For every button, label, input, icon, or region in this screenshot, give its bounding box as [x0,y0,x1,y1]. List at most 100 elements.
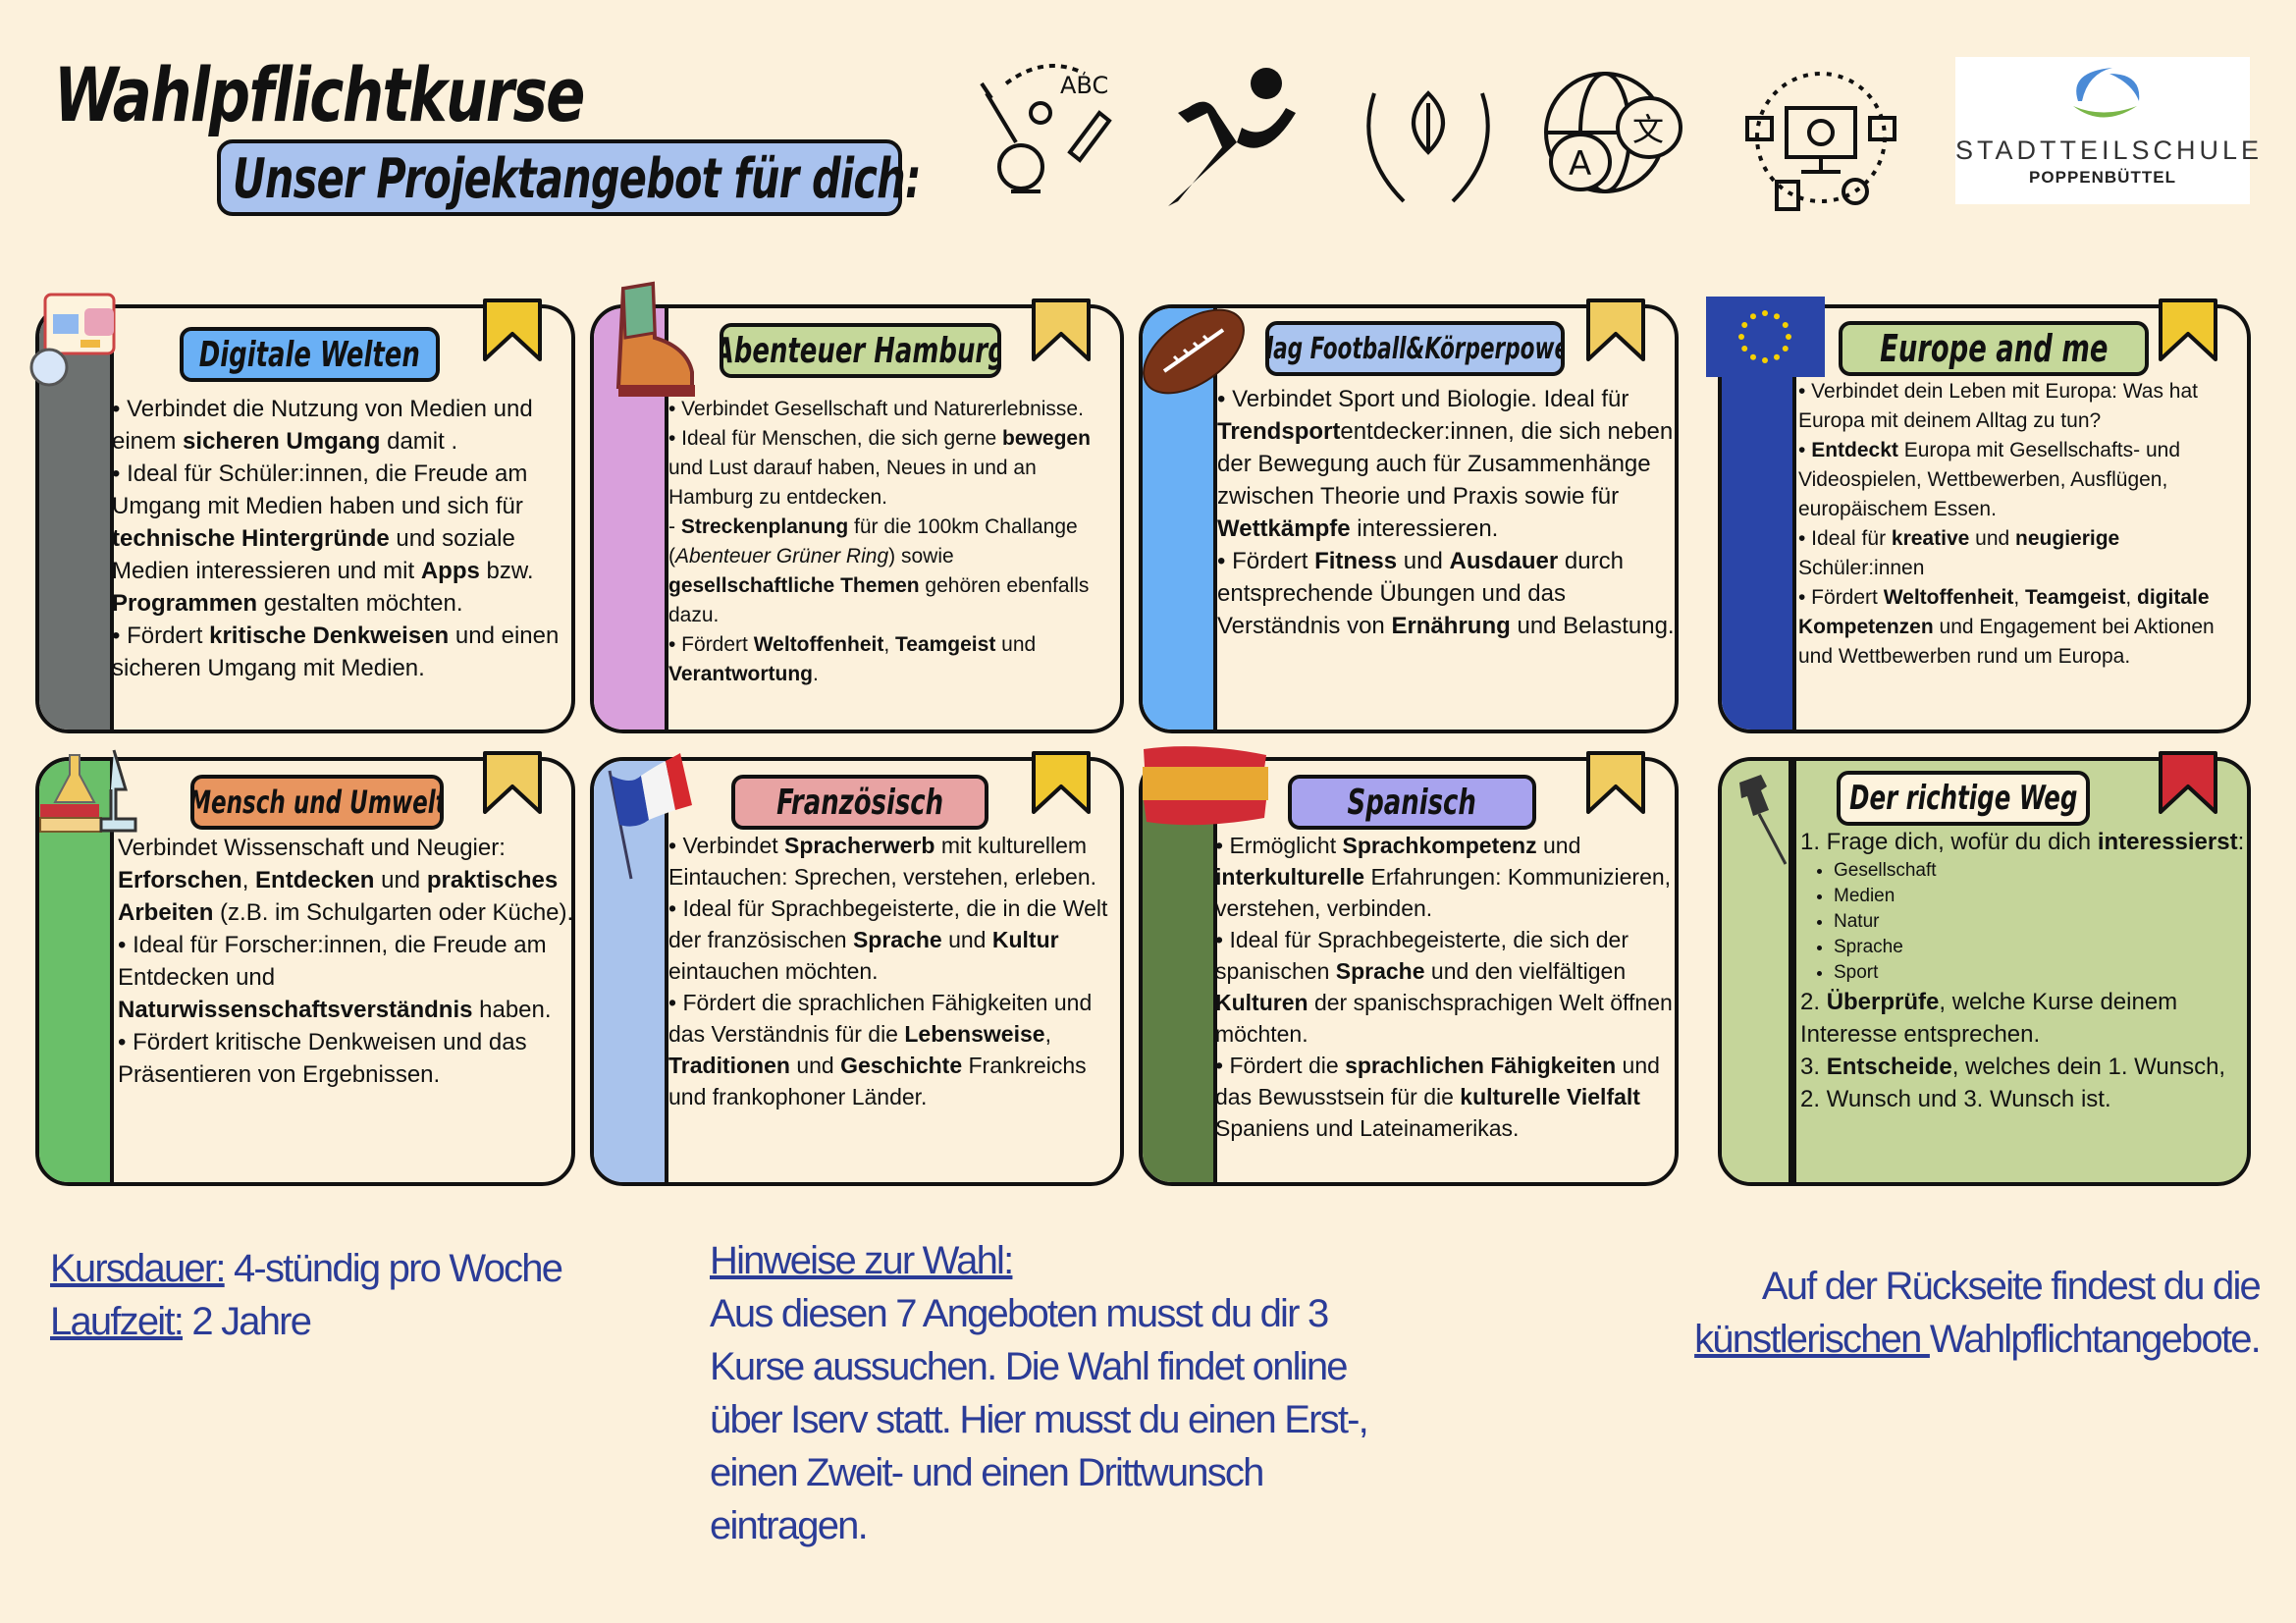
text: interessieren. [1350,515,1499,542]
text: ) sowie [888,545,954,568]
text: (z.B. im Schulgarten oder Küche). [213,899,574,926]
text: , welche Kurse deinem Interesse entsprec… [1800,989,2178,1048]
card-title: Der richtige Weg [1848,779,2078,818]
bold-text: kulturelle Vielfalt [1460,1084,1640,1109]
logo-line1: STADTTEILSCHULE [1955,135,2264,165]
text: und Belastung. [1510,613,1675,639]
bookmark-ribbon-icon [483,298,542,361]
description-paragraph: • Verbindet Gesellschaft und Naturerlebn… [668,395,1120,424]
description-paragraph: • Ermöglicht Sprachkompetenz und interku… [1215,830,1677,924]
back-text-1: Auf der Rückseite findest du die [1761,1265,2262,1308]
text: , [241,867,256,893]
text: , [2125,586,2137,609]
bold-text: Wettkämpfe [1217,515,1351,542]
interest-item: Sport [1834,960,2247,986]
description-paragraph: • Ideal für Sprachbegeisterte, die sich … [1215,924,1677,1050]
bold-text: Sprache [852,927,942,952]
card-title: Französisch [775,782,944,823]
card-description: • Ermöglicht Sprachkompetenz und interku… [1215,830,1677,1144]
card-stripe [1722,761,1796,1182]
text: • Fördert [1798,586,1884,609]
card-divider [1789,761,1792,1182]
text: bzw. [479,558,534,584]
description-paragraph: 1. Frage dich, wofür du dich interessier… [1800,826,2247,858]
card-title-box: Flag Football&Körperpower [1265,321,1565,376]
course-card: Spanisch• Ermöglicht Sprachkompetenz und… [1139,746,1679,1186]
text: • Verbindet die Nutzung von Medien und e… [112,396,533,455]
duration-label: Kursdauer: [50,1247,226,1290]
text: für die 100km Challange ( [668,515,1078,568]
text: gestalten möchten. [257,590,463,617]
text: und [789,1053,841,1078]
hints-text: Aus diesen 7 Angeboten musst du dir 3 Ku… [710,1292,1369,1547]
text: - [668,515,681,538]
page-subtitle: Unser Projektangebot für dich: [233,147,922,211]
text: und [1969,527,2016,550]
runtime-label: Laufzeit: [50,1300,185,1343]
description-paragraph: • Fördert kritische Denkweisen und einen… [112,620,573,684]
card-description: • Verbindet Spracherwerb mit kulturellem… [668,830,1122,1112]
svg-text:ABC: ABC [1060,72,1108,99]
runtime-value: 2 Jahre [183,1300,312,1343]
text: Europa mit Gesellschafts- und Videospiel… [1798,439,2181,520]
school-supplies-icon: ABC [980,64,1112,193]
text: • Verbindet [668,833,785,858]
bold-text: bewegen [1002,427,1091,450]
text: 3. [1800,1054,1827,1080]
text: , [2013,586,2025,609]
svg-text:文: 文 [1632,111,1664,148]
text: • [1798,439,1812,461]
bold-text: Trendsport [1217,418,1341,445]
duration-value: 4-stündig pro Woche [224,1247,563,1290]
page-title: Wahlpflichtkurse [54,51,585,138]
back-side-note: Auf der Rückseite findest du die künstle… [1694,1260,2262,1366]
text: , [1044,1021,1051,1047]
text: und soziale Medien interessieren und mit [112,525,515,584]
card-stripe [1722,308,1796,730]
back-link[interactable]: künstlerischen [1694,1318,1930,1361]
bold-text: technische Hintergründe [112,525,390,552]
text: . [813,663,819,685]
spanish-flag-icon [1139,741,1271,835]
bold-text: Sprache [1335,958,1425,984]
text: • Verbindet Sport und Biologie. Ideal fü… [1217,386,1629,412]
text: und [1397,548,1450,574]
bold-text: Sprachkompetenz [1342,833,1537,858]
description-paragraph: • Ideal für kreative und neugierige Schü… [1798,524,2248,583]
card-title-box: Mensch und Umwelt [190,775,444,830]
bookmark-ribbon-icon [2159,298,2217,361]
interest-item: Natur [1834,909,2247,935]
duration-line: Kursdauer: 4-stündig pro Woche [50,1242,563,1295]
text: • Ermöglicht [1215,833,1343,858]
text: • Ideal für Menschen, die sich gerne [668,427,1003,450]
text: und [941,927,992,952]
course-card: Der richtige Weg 1. Frage dich, wofür du … [1718,751,2251,1186]
card-title-box: Abenteuer Hamburg [720,323,1001,378]
italic-text: Abenteuer Grüner Ring [675,545,889,568]
text: durch entsprechende Übungen und das Vers… [1217,548,1624,639]
description-paragraph: • Fördert die sprachlichen Fähigkeiten u… [1215,1050,1677,1144]
text: gehören ebenfalls dazu. [668,574,1090,626]
bold-text: neugierige [2015,527,2120,550]
bold-text: Entdecken [255,867,375,893]
description-paragraph: • Ideal für Menschen, die sich gerne bew… [668,424,1120,513]
interest-item: Sprache [1834,935,2247,960]
card-title-box: Der richtige Weg [1837,771,2090,826]
card-description: 1. Frage dich, wofür du dich interessier… [1800,826,2247,1115]
school-logo: STADTTEILSCHULE POPPENBÜTTEL [1955,57,2264,204]
bold-text: Geschichte [840,1053,963,1078]
text: • Fördert [668,633,754,656]
text: damit . [380,428,458,455]
hints-label: Hinweise zur Wahl: [710,1239,1014,1282]
bold-text: praktisches Arbeiten [118,867,559,926]
description-paragraph: • Ideal für Schüler:innen, die Freude am… [112,458,573,620]
svg-text:A: A [1569,144,1591,184]
text: • Fördert [112,622,210,649]
course-card: Europe and me• Verbindet dein Leben mit … [1706,297,2251,733]
bookmark-ribbon-icon [1586,298,1645,361]
card-description: • Verbindet die Nutzung von Medien und e… [112,393,573,684]
bookmark-ribbon-icon [1032,298,1091,361]
bookmark-ribbon-icon [2159,751,2217,814]
text: • Ideal für Sprachbegeisterte, die in di… [668,895,1108,952]
